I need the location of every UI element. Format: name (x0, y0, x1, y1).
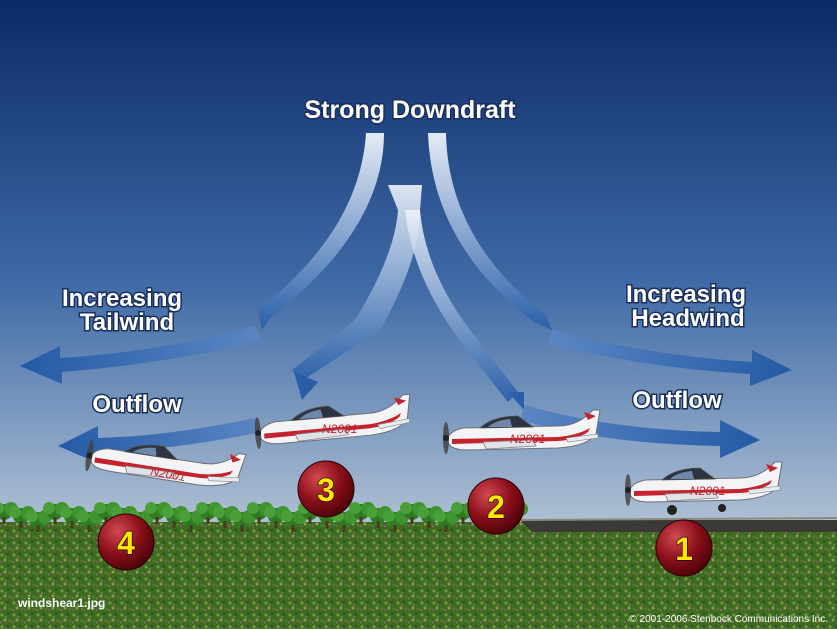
headwind-label-line1: Increasing (626, 281, 746, 308)
badge-3: 3 (297, 460, 355, 518)
badge-number: 2 (487, 489, 505, 525)
badge-2: 2 (467, 477, 525, 535)
aircraft-position-2: N2001 (442, 409, 601, 455)
aircraft-position-4: N2001 (83, 426, 247, 499)
tailwind-label-line1: Increasing (62, 285, 182, 312)
badge-number: 3 (317, 472, 335, 508)
aircraft-position-1: N2001 (624, 461, 783, 515)
registration-label: N2001 (149, 464, 186, 484)
badge-4: 4 (97, 513, 155, 571)
outflow-label-right: Outflow (632, 387, 722, 414)
outflow-left-arrow (58, 418, 262, 464)
headwind-arrow (548, 330, 792, 386)
badge-1: 1 (655, 519, 713, 577)
outflow-label-left: Outflow (92, 391, 182, 418)
tailwind-label-line2: Tailwind (80, 309, 174, 336)
headwind-label-line2: Headwind (631, 305, 744, 332)
registration-label: N2001 (690, 484, 725, 498)
diagram-title: Strong Downdraft (304, 96, 516, 124)
filename-caption: windshear1.jpg (17, 596, 105, 610)
badge-number: 1 (675, 531, 693, 567)
outflow-arrows (20, 326, 792, 464)
outflow-right-arrow (520, 405, 760, 458)
downdraft-arrows (258, 133, 552, 410)
registration-label: N2001 (322, 422, 357, 436)
aircraft-position-3: N2001 (252, 393, 414, 450)
tailwind-arrow (20, 326, 262, 384)
registration-label: N2001 (510, 432, 545, 446)
badge-number: 4 (117, 525, 135, 561)
copyright-notice: © 2001-2006 Stenbock Communications Inc. (629, 614, 828, 625)
